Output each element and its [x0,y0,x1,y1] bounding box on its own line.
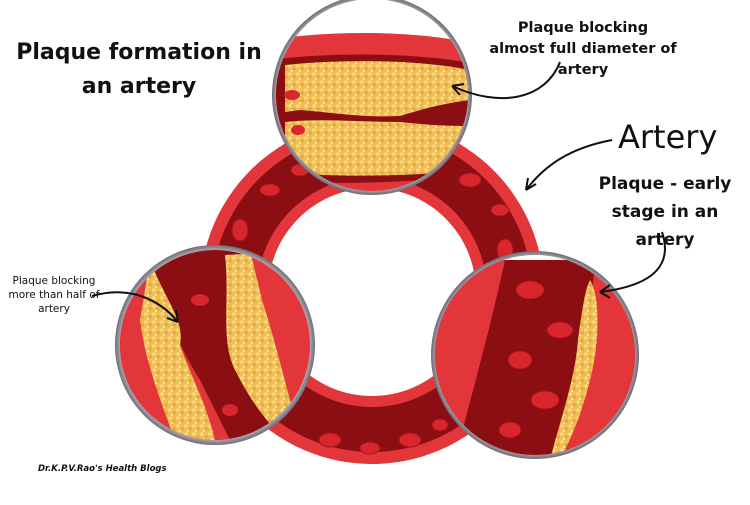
arrow-top-label [451,61,561,99]
lens-right [431,251,639,459]
arrow-early-label [599,231,666,293]
label-full-blockage: Plaque blocking almost full diameter of … [489,20,677,78]
diagram-title: Plaque formation in an artery [16,40,262,99]
pointer-arrows [91,61,666,323]
arrow-half-label [91,291,179,323]
arrow-artery-label [525,139,613,191]
author-credit: Dr.K.P.V.Rao's Health Blogs [38,464,167,474]
label-half-blockage: Plaque blocking more than half of artery [8,275,100,315]
lens-top [272,0,472,195]
label-artery: Artery [618,118,718,156]
label-early-stage: Plaque - early stage in an artery [598,174,732,250]
